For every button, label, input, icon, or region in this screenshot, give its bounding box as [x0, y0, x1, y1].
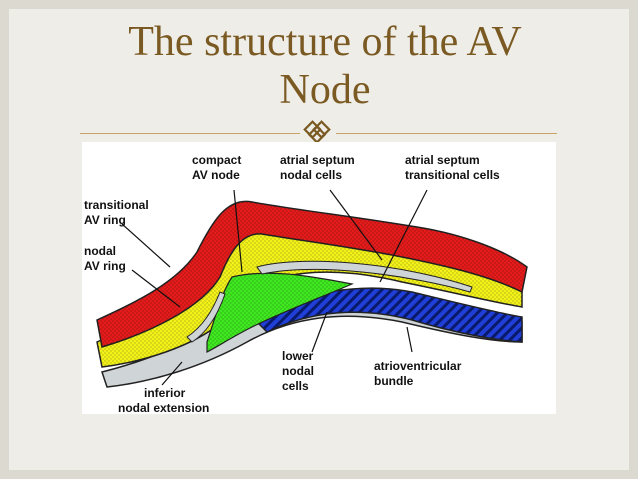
- label-lower-nodal-cells: lower nodal cells: [282, 349, 317, 393]
- title-line-2: Node: [279, 67, 371, 113]
- red-dots: [97, 201, 527, 347]
- interlocking-squares-icon: [303, 120, 331, 144]
- green-dots: [207, 273, 352, 352]
- label-transitional-av-ring: transitional AV ring: [84, 198, 152, 227]
- label-nodal-av-ring: nodal AV ring: [84, 244, 126, 273]
- label-atrial-septum-transitional: atrial septum transitional cells: [405, 153, 500, 182]
- av-bundle-layer: [250, 287, 523, 343]
- label-inferior-nodal-extension: inferior nodal extension: [118, 386, 209, 414]
- av-node-svg: compact AV node atrial septum nodal cell…: [84, 153, 528, 414]
- label-atrial-septum-nodal: atrial septum nodal cells: [280, 153, 358, 182]
- slide-title: The structure of the AV Node: [70, 18, 580, 114]
- label-compact-av-node: compact AV node: [192, 153, 245, 182]
- nodal-cells-strand: [256, 260, 473, 293]
- inferior-extension-strand: [186, 291, 226, 343]
- leader-lines: [121, 189, 428, 386]
- label-atrioventricular-bundle: atrioventricular bundle: [374, 359, 465, 388]
- av-node-diagram: compact AV node atrial septum nodal cell…: [82, 142, 556, 414]
- title-divider-left: [80, 133, 300, 134]
- title-line-1: The structure of the AV: [128, 19, 522, 65]
- title-divider-right: [336, 133, 557, 134]
